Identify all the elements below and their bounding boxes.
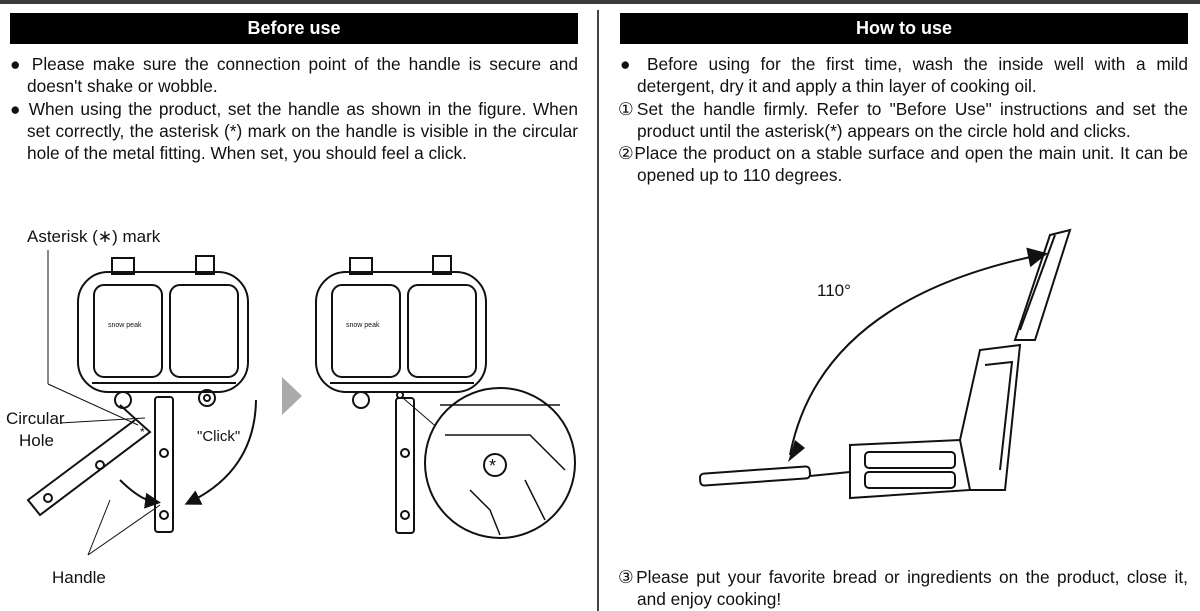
- logo-text: snow peak: [108, 322, 142, 329]
- bullet-2: ● When using the product, set the handle…: [10, 98, 578, 164]
- final-step-text: ③Please put your favorite bread or ingre…: [618, 566, 1188, 611]
- asterisk-mark-label: Asterisk (∗) mark: [27, 227, 161, 246]
- hole-label: Hole: [19, 431, 54, 450]
- step-3: ③Please put your favorite bread or ingre…: [618, 567, 1188, 610]
- angle-label: 110°: [817, 281, 851, 300]
- next-arrow: [282, 377, 302, 415]
- step-1: ①Set the handle firmly. Refer to "Before…: [618, 98, 1188, 141]
- sandwich-maker-before: *: [26, 250, 257, 556]
- sandwich-maker-after: *: [315, 255, 576, 539]
- step-0: ● Before using for the first time, wash …: [620, 54, 1188, 97]
- logo-text-2: snow peak: [346, 322, 380, 329]
- handle-label: Handle: [52, 568, 106, 587]
- svg-text:*: *: [140, 425, 145, 439]
- sandwich-maker-open: [698, 228, 1072, 500]
- circular-label: Circular: [6, 409, 65, 428]
- how-to-use-text: ● Before using for the first time, wash …: [618, 53, 1188, 187]
- bullet-1: ● Please make sure the connection point …: [10, 54, 578, 97]
- how-to-use-heading: How to use: [620, 13, 1188, 44]
- top-bar: [0, 0, 1200, 4]
- handle-setup-illustration: * *: [26, 250, 576, 556]
- before-use-heading: Before use: [10, 13, 578, 44]
- svg-text:*: *: [489, 456, 496, 476]
- column-divider: [597, 10, 599, 611]
- step-2: ②Place the product on a stable surface a…: [618, 143, 1188, 186]
- open-angle-illustration: [698, 228, 1072, 500]
- before-use-text: ● Please make sure the connection point …: [10, 53, 578, 164]
- click-label: "Click": [197, 428, 241, 445]
